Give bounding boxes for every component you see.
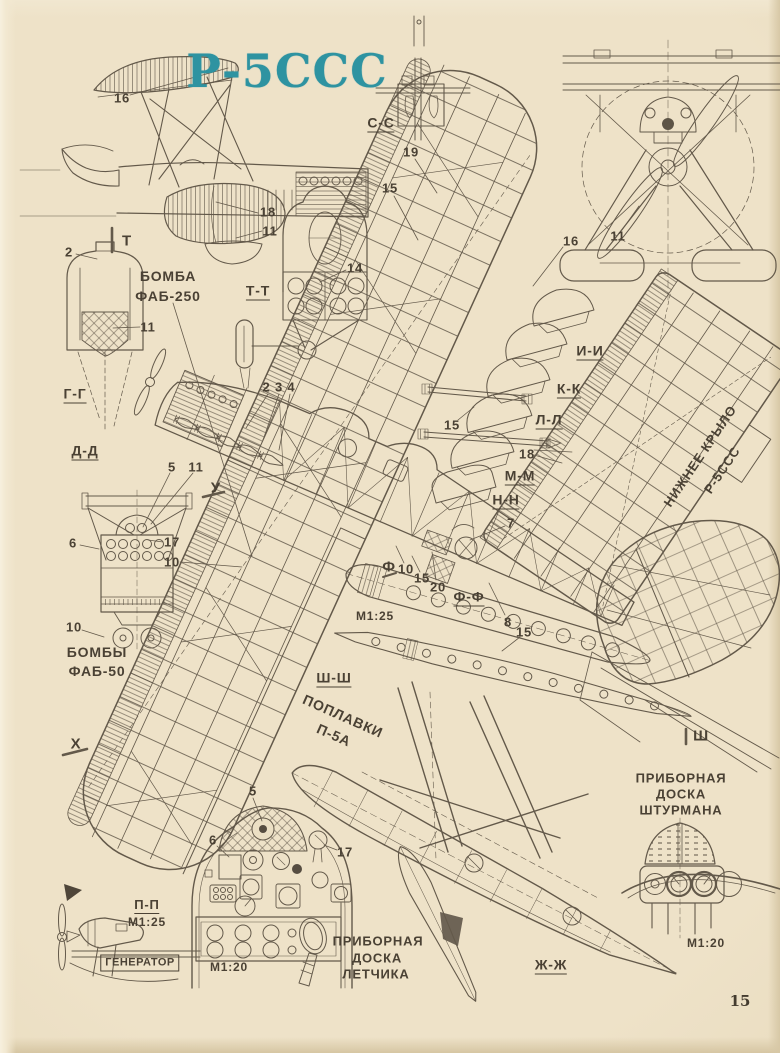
caption-bomby-fab-50: БОМБЫ	[66, 644, 128, 660]
scale-float-top-view: М1:25	[355, 609, 395, 623]
callout-19: 19	[402, 144, 420, 160]
scale-p-p: М1:25	[127, 915, 167, 929]
tail-fin	[579, 519, 780, 773]
callout-18: 18	[259, 204, 277, 220]
callout-7: 7	[506, 515, 516, 531]
callout-11: 11	[188, 459, 204, 475]
callout-2-3-4: 2 3 4	[262, 379, 296, 395]
float-top-view	[345, 563, 651, 665]
marker-sh: Ш	[693, 727, 709, 745]
navigator-panel	[621, 817, 780, 939]
bomb-rack-bombs	[173, 414, 284, 466]
caption-pribornaya-shturmana-1: ПРИБОРНАЯ	[635, 770, 727, 786]
callout-15: 15	[413, 570, 431, 586]
section-label-d-d: Д-Д	[71, 442, 99, 461]
bomb-fab250-section	[66, 241, 144, 431]
callout-6: 6	[68, 535, 78, 551]
callout-18: 18	[518, 446, 536, 462]
section-label-l-l: Л-Л	[535, 411, 563, 430]
lower-wing-plan	[479, 268, 780, 624]
marker-f: Ф	[382, 558, 396, 576]
tt-section	[235, 185, 368, 389]
callout-6: 6	[208, 832, 218, 848]
upper-wing-plan	[67, 58, 538, 875]
section-label-p-p: П-П	[134, 897, 160, 914]
caption-pribornaya-letchika-1: ПРИБОРНАЯ	[332, 933, 424, 949]
section-label-f-f: Ф-Ф	[453, 588, 485, 607]
section-label-k-k: К-К	[556, 380, 582, 399]
callout-16: 16	[113, 90, 131, 106]
caption-fab-50: ФАБ-50	[68, 663, 126, 679]
scale-pilot-panel: М1:20	[209, 960, 249, 974]
caption-pribornaya-shturmana-3: ШТУРМАНА	[639, 802, 723, 818]
callout-5: 5	[167, 459, 177, 475]
float-chassis	[291, 681, 677, 1002]
side-view	[19, 56, 369, 265]
section-label-m-m: М-М	[504, 467, 536, 486]
callout-10: 10	[163, 554, 181, 570]
callout-11: 11	[140, 319, 156, 335]
dd-cassette-view	[81, 489, 193, 651]
section-plane-markers	[61, 226, 688, 757]
callout-2: 2	[64, 244, 74, 260]
section-label-i-i: И-И	[576, 342, 604, 361]
callout-17: 17	[336, 844, 354, 860]
pilot-panel	[191, 805, 353, 989]
caption-pribornaya-letchika-3: ЛЕТЧИКА	[342, 966, 410, 982]
float-side-view	[334, 631, 692, 717]
marker-t: Т	[122, 232, 132, 250]
caption-pribornaya-letchika-2: ДОСКА	[351, 950, 403, 966]
cc-strut-detail	[375, 15, 471, 141]
caption-fab-250: ФАБ-250	[135, 288, 201, 304]
leader-lines	[75, 67, 640, 858]
caption-generator: ГЕНЕРАТОР	[100, 954, 180, 972]
callout-20: 20	[429, 579, 447, 595]
propeller	[133, 348, 167, 416]
callout-8: 8	[503, 614, 513, 630]
page-number: 15	[729, 992, 751, 1010]
marker-u: У	[210, 479, 222, 497]
page-title: Р-5ССС	[186, 44, 388, 98]
wing-rib-sections	[417, 288, 595, 511]
callout-10: 10	[397, 561, 415, 577]
section-label-sh-sh: Ш-Ш	[316, 669, 352, 688]
fuselage-equipment	[421, 524, 478, 584]
callout-5: 5	[248, 783, 258, 799]
callout-14: 14	[346, 260, 364, 276]
front-view	[559, 39, 780, 301]
callout-15: 15	[381, 180, 399, 196]
callout-17: 17	[163, 534, 181, 550]
caption-bomba-fab-250: БОМБА	[139, 268, 197, 284]
section-label-zh-zh: Ж-Ж	[534, 956, 568, 975]
section-label-s-s: С-С	[367, 114, 395, 133]
caption-pribornaya-shturmana-2: ДОСКА	[655, 786, 707, 802]
scale-navigator-panel: М1:20	[686, 936, 726, 950]
callout-10: 10	[65, 619, 83, 635]
marker-kh: Х	[70, 735, 82, 753]
callout-15: 15	[443, 417, 461, 433]
section-label-n-n: Н-Н	[492, 491, 520, 510]
generator	[57, 884, 201, 982]
callout-11: 11	[262, 223, 278, 239]
callout-16: 16	[562, 233, 580, 249]
callout-11: 11	[610, 228, 626, 244]
callout-15: 15	[515, 624, 533, 640]
section-label-t-t: Т-Т	[245, 282, 271, 301]
section-label-g-g: Г-Г	[63, 385, 87, 404]
